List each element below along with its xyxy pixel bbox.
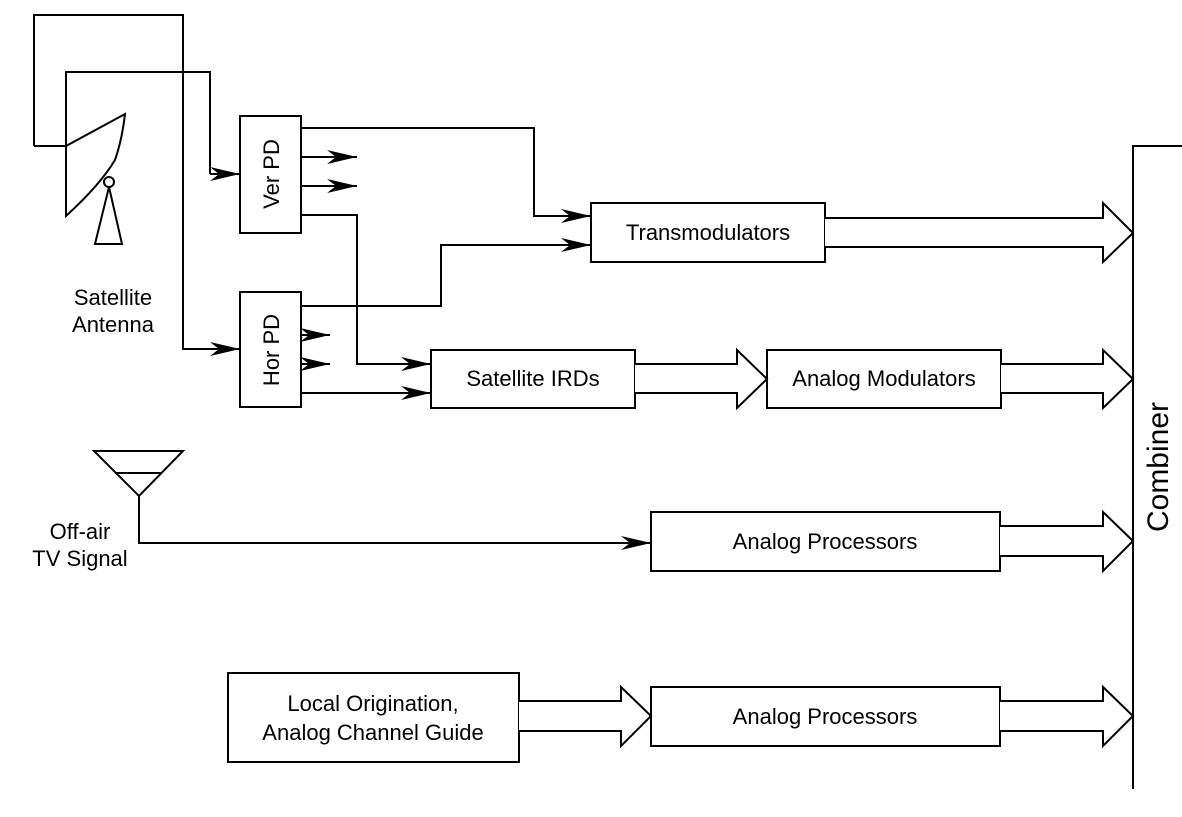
analog-processors-box-2: Analog Processors [650,686,1001,747]
feed-arrows [210,167,240,356]
svg-text:Antenna: Antenna [72,312,155,337]
pd-stub-outputs [300,150,357,371]
svg-text:Analog Processors: Analog Processors [733,529,918,554]
verpd-to-transmod-line [301,127,591,223]
svg-text:Satellite IRDs: Satellite IRDs [466,366,599,391]
fat-arrow-processors-1 [1000,509,1135,574]
fat-arrow-processors-2 [1000,684,1135,749]
svg-text:Combiner: Combiner [1142,402,1175,532]
satellite-irds-box: Satellite IRDs [430,349,636,409]
fat-arrows [519,200,1135,749]
fat-arrow-local [519,684,653,749]
svg-text:Satellite: Satellite [74,285,152,310]
svg-text:Off-air: Off-air [50,519,111,544]
offair-antenna-icon [91,450,651,550]
fat-arrow-irds [635,347,769,411]
satellite-antenna-icon [33,14,214,350]
satellite-antenna-label: Satellite Antenna [72,285,155,337]
svg-text:Analog Modulators: Analog Modulators [792,366,975,391]
svg-text:Transmodulators: Transmodulators [626,220,790,245]
ver-pd-box: Ver PD [239,115,302,234]
svg-text:Analog Channel Guide: Analog Channel Guide [262,720,483,745]
horpd-to-transmod-line [301,238,591,307]
svg-text:TV Signal: TV Signal [32,546,127,571]
analog-processors-box-1: Analog Processors [650,511,1001,572]
local-origination-box: Local Origination, Analog Channel Guide [227,672,520,763]
combiner: Combiner [1132,145,1182,789]
fat-arrow-transmod [825,200,1135,265]
fat-arrow-modulators [1001,347,1135,411]
svg-text:Ver PD: Ver PD [259,139,284,209]
svg-text:Hor PD: Hor PD [259,314,284,386]
transmodulators-box: Transmodulators [590,202,826,263]
analog-modulators-box: Analog Modulators [766,349,1002,409]
hor-pd-box: Hor PD [239,291,302,408]
verpd-to-irds-line [301,214,431,371]
svg-text:Local Origination,: Local Origination, [287,691,458,716]
svg-text:Analog Processors: Analog Processors [733,704,918,729]
offair-label: Off-air TV Signal [32,519,127,571]
